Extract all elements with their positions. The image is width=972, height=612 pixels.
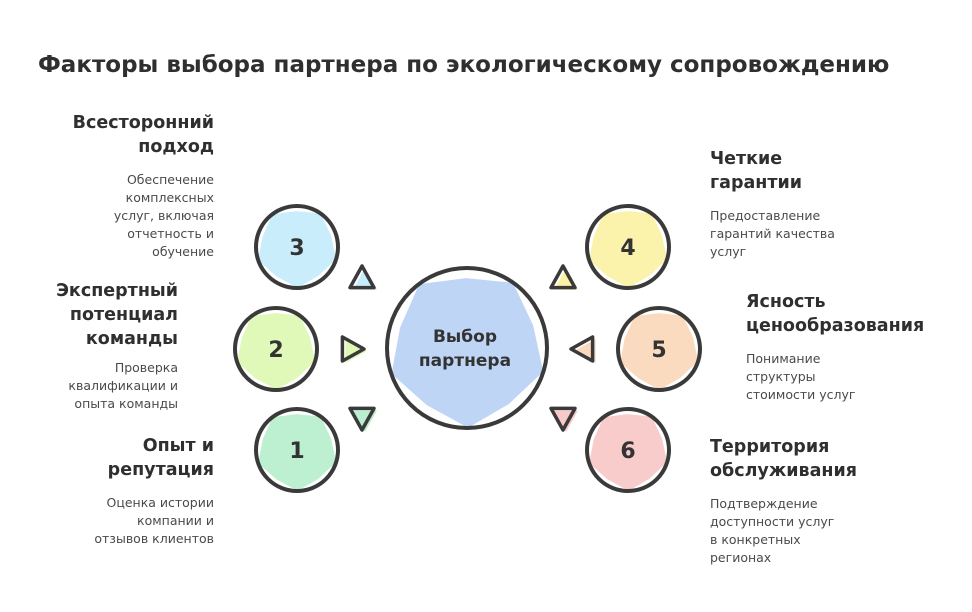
factor-1-title-line1: Опыт и — [142, 436, 214, 456]
factor-5-desc-line: Понимание — [746, 351, 821, 366]
factor-3-number: 3 — [289, 236, 304, 261]
factor-6-desc-line: в конкретных — [710, 532, 801, 547]
factor-3-desc-line: отчетность и — [127, 226, 214, 241]
factor-1-title-line2: репутация — [107, 460, 214, 480]
factor-4-description: Предоставление гарантий качества услуг — [710, 207, 835, 261]
factor-6-circle — [585, 407, 671, 493]
factor-1-title: Опыт и репутация — [94, 434, 214, 482]
factor-5-description: Понимание структуры стоимости услуг — [746, 350, 924, 404]
factor-2-fill — [237, 313, 316, 390]
factor-3-circle — [254, 204, 340, 290]
factor-4-circle — [585, 204, 671, 290]
factor-1-fill — [258, 414, 337, 491]
factor-3-title-line1: Всесторонний — [72, 113, 214, 133]
page-title: Факторы выбора партнера по экологическом… — [38, 52, 890, 78]
factor-6-title-line2: обслуживания — [710, 461, 857, 481]
factor-2-desc-line: опыта команды — [74, 396, 178, 411]
factor-2-text: Экспертный потенциал команды Проверка кв… — [56, 279, 178, 413]
factor-2-number: 2 — [268, 338, 283, 363]
factor-6-title: Территория обслуживания — [710, 435, 857, 483]
factor-3-desc-line: услуг, включая — [113, 208, 214, 223]
factor-4-fill — [589, 211, 668, 288]
factor-4-title-line2: гарантии — [710, 173, 803, 193]
center-label: Выбор партнера — [405, 325, 525, 373]
factor-1-desc-line: компании и — [137, 513, 214, 528]
factor-6-fill — [589, 414, 668, 491]
factor-2-title: Экспертный потенциал команды — [56, 279, 178, 351]
arrow-1-icon — [348, 406, 376, 432]
factor-2-circle — [233, 306, 319, 392]
factor-6-title-line1: Территория — [710, 437, 830, 457]
factor-4-desc-line: Предоставление — [710, 208, 821, 223]
factor-2-desc-line: Проверка — [114, 360, 178, 375]
factor-5-number: 5 — [651, 338, 666, 363]
factor-4-desc-line: гарантий качества — [710, 226, 835, 241]
factor-5-title-line2: ценообразования — [746, 316, 925, 336]
factor-3-title-line2: подход — [138, 137, 214, 157]
factor-1-text: Опыт и репутация Оценка истории компании… — [94, 434, 214, 548]
factor-4-number: 4 — [620, 236, 635, 261]
factor-5-desc-line: структуры — [746, 369, 816, 384]
factor-2-title-line2: потенциал — [69, 305, 178, 325]
factor-3-desc-line: обучение — [152, 244, 214, 259]
factor-6-description: Подтверждение доступности услуг в конкре… — [710, 495, 857, 567]
center-fill — [391, 278, 544, 428]
factor-5-fill — [620, 313, 699, 390]
arrow-5-icon — [569, 335, 595, 363]
factor-4-text: Четкие гарантии Предоставление гарантий … — [710, 147, 835, 261]
factor-5-title-line1: Ясность — [746, 292, 826, 312]
factor-5-title: Ясность ценообразования — [746, 290, 924, 338]
factor-3-text: Всесторонний подход Обеспечение комплекс… — [73, 111, 214, 261]
arrow-2-icon — [340, 335, 366, 363]
factor-1-desc-line: Оценка истории — [106, 495, 214, 510]
factor-2-title-line3: команды — [85, 329, 178, 349]
factor-2-desc-line: квалификации и — [68, 378, 178, 393]
factor-4-desc-line: услуг — [710, 244, 747, 259]
factor-6-desc-line: Подтверждение — [710, 496, 818, 511]
factor-3-desc-line: комплексных — [125, 190, 214, 205]
factor-2-description: Проверка квалификации и опыта команды — [56, 359, 178, 413]
center-circle — [385, 266, 549, 430]
factor-5-desc-line: стоимости услуг — [746, 387, 856, 402]
arrow-3-icon — [348, 264, 376, 290]
factor-3-fill — [258, 211, 337, 288]
factor-4-title-line1: Четкие — [710, 149, 783, 169]
arrow-5-fill — [574, 339, 596, 363]
factor-6-number: 6 — [620, 439, 635, 464]
factor-3-desc-line: Обеспечение — [126, 172, 214, 187]
factor-6-desc-line: регионах — [710, 550, 772, 565]
factor-3-title: Всесторонний подход — [73, 111, 214, 159]
factor-1-circle — [254, 407, 340, 493]
factor-6-desc-line: доступности услуг — [710, 514, 835, 529]
factor-1-desc-line: отзывов клиентов — [94, 531, 214, 546]
arrow-4-icon — [549, 264, 577, 290]
factor-5-text: Ясность ценообразования Понимание структ… — [746, 290, 924, 404]
factor-6-text: Территория обслуживания Подтверждение до… — [710, 435, 857, 567]
center-label-line2: партнера — [418, 351, 512, 371]
factor-2-title-line1: Экспертный — [56, 281, 178, 301]
factor-3-description: Обеспечение комплексных услуг, включая о… — [73, 171, 214, 261]
center-label-line1: Выбор — [432, 327, 498, 347]
factor-1-description: Оценка истории компании и отзывов клиент… — [94, 494, 214, 548]
factor-4-title: Четкие гарантии — [710, 147, 835, 195]
factor-1-number: 1 — [289, 439, 304, 464]
arrow-6-icon — [549, 406, 577, 432]
factor-5-circle — [616, 306, 702, 392]
